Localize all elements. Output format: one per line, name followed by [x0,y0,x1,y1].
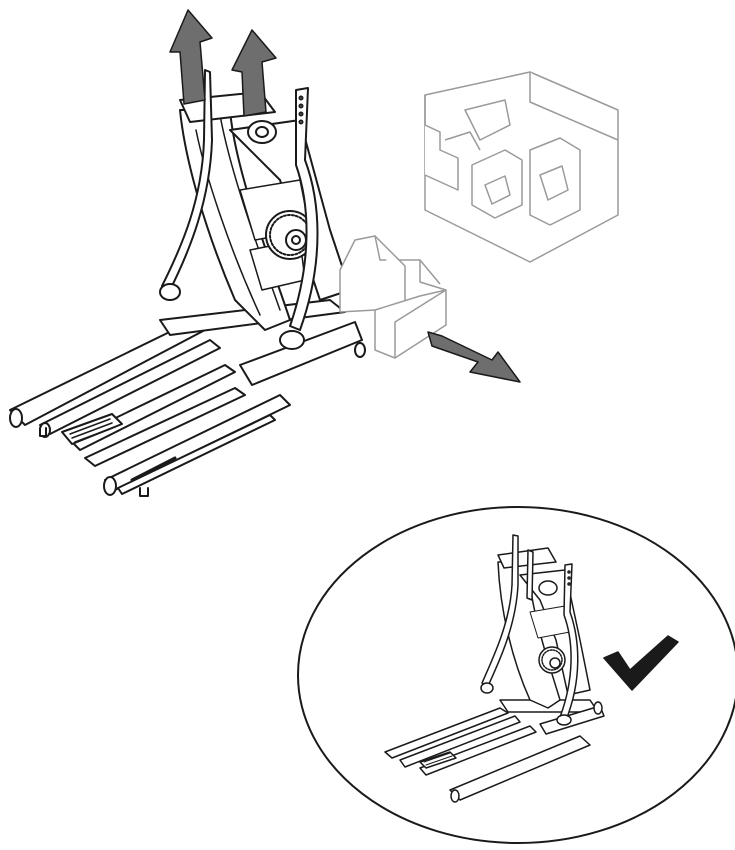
slide-out-arrow [428,332,520,382]
packaging-foam [340,72,618,358]
base-rails [10,300,365,496]
foam-block-removed [425,72,618,262]
elliptical-machine-main [10,70,365,496]
result-inset [298,507,735,843]
